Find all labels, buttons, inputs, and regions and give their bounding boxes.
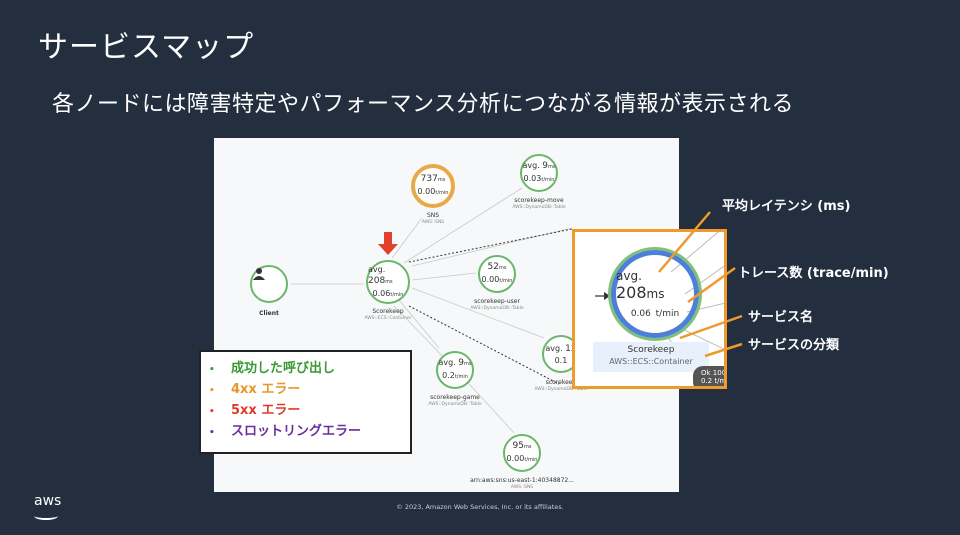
edge-scorekeep-state <box>411 287 545 339</box>
legend-success: •成功した呼び出し <box>209 361 336 376</box>
scorekeep-node[interactable]: avg. 208ms 0.06t/min <box>366 260 410 304</box>
scorekeep-user-label: scorekeep-user <box>474 298 520 305</box>
sns-type: AWS::SNS <box>421 220 445 225</box>
edge-scorekeep-game <box>398 299 440 349</box>
sns-topic-node[interactable]: 95ms 0.00t/min <box>503 434 541 472</box>
callout-traces: トレース数 (trace/min) <box>738 266 889 281</box>
scorekeep-label: Scorekeep <box>372 308 404 315</box>
legend-4xx: •4xx エラー <box>209 382 301 397</box>
callout-service-name: サービス名 <box>748 310 814 325</box>
scorekeep-user-node[interactable]: 52ms 0.00t/min <box>478 255 516 293</box>
scorekeep-move-label: scorekeep-move <box>514 197 564 204</box>
scorekeep-state-type: AWS::DynamoDB::Table <box>534 387 588 392</box>
slide-title: サービスマップ <box>38 30 255 65</box>
edge-scorekeep-user <box>411 272 477 281</box>
zoomed-node-ring[interactable]: avg. 208ms 0.06 t/min <box>611 250 699 338</box>
scorekeep-user-type: AWS::DynamoDB::Table <box>470 306 524 311</box>
zoom-link-bottom <box>408 305 560 385</box>
scorekeep-game-node[interactable]: avg. 9ms 0.2t/min <box>436 351 474 389</box>
scorekeep-game-label: scorekeep-game <box>430 394 480 401</box>
ok-badge: Ok 100 0.2 t/m <box>693 366 724 386</box>
slide-subtitle: 各ノードには障害特定やパフォーマンス分析につながる情報が表示される <box>52 92 795 117</box>
callout-service-type: サービスの分類 <box>748 338 840 353</box>
legend-throttle: •スロットリングエラー <box>209 424 362 439</box>
client-node[interactable] <box>250 265 288 303</box>
scorekeep-move-node[interactable]: avg. 9ms 0.03t/min <box>520 154 558 192</box>
scorekeep-move-type: AWS::DynamoDB::Table <box>512 205 566 210</box>
legend-5xx: •5xx エラー <box>209 403 301 418</box>
edge-to-zoom <box>411 227 573 267</box>
zoomed-service-name-box: Scorekeep AWS::ECS::Container <box>593 342 709 372</box>
scorekeep-state-label: scorekeep <box>545 379 577 386</box>
sns-topic-label: arn:aws:sns:us-east-1:40348872... <box>470 477 574 484</box>
red-arrow-icon <box>378 232 398 255</box>
copyright: © 2023, Amazon Web Services, Inc. or its… <box>396 503 564 511</box>
sns-label: SNS <box>426 212 440 219</box>
zoomed-service-type: AWS::ECS::Container <box>609 357 693 366</box>
sns-node[interactable]: 737ms 0.00t/min <box>411 164 455 208</box>
edge-scorekeep-move <box>403 187 523 264</box>
aws-logo: aws <box>34 493 62 509</box>
callout-latency: 平均レイテンシ (ms) <box>722 199 851 214</box>
aws-smile-icon <box>34 512 58 520</box>
legend-box: •成功した呼び出し •4xx エラー •5xx エラー •スロットリングエラー <box>199 350 412 454</box>
sns-topic-type: AWS::SNS <box>510 485 534 490</box>
scorekeep-game-type: AWS::DynamoDB::Table <box>428 402 482 407</box>
zoomed-scorekeep-node: avg. 208ms 0.06 t/min Scorekeep AWS::ECS… <box>572 229 727 389</box>
edge-scorekeep-sns <box>391 217 423 259</box>
arrow-right-icon <box>604 292 610 300</box>
scorekeep-type: AWS::ECS::Container <box>364 316 412 321</box>
client-label: Client <box>259 310 279 317</box>
zoomed-service-name: Scorekeep <box>627 345 675 355</box>
user-icon <box>253 268 265 280</box>
